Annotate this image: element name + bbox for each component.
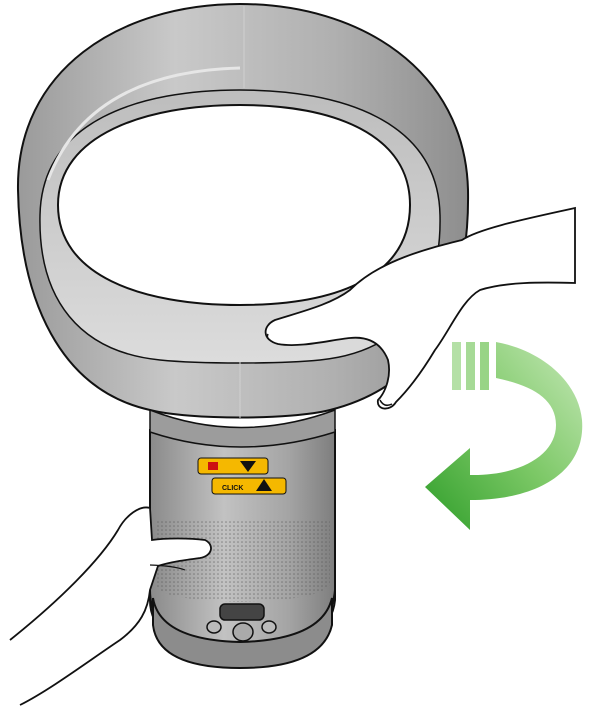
rotation-arrow (425, 342, 582, 530)
power-button (233, 623, 253, 641)
left-button (207, 621, 221, 633)
motion-lines-icon (452, 342, 489, 390)
display-window (220, 604, 264, 620)
click-label-text: CLICK (222, 485, 243, 492)
padlock-icon (208, 462, 218, 470)
right-button (262, 621, 276, 633)
curved-arrow-icon (425, 342, 582, 530)
lower-warning-label: CLICK (212, 478, 286, 494)
upper-warning-label (198, 458, 268, 474)
